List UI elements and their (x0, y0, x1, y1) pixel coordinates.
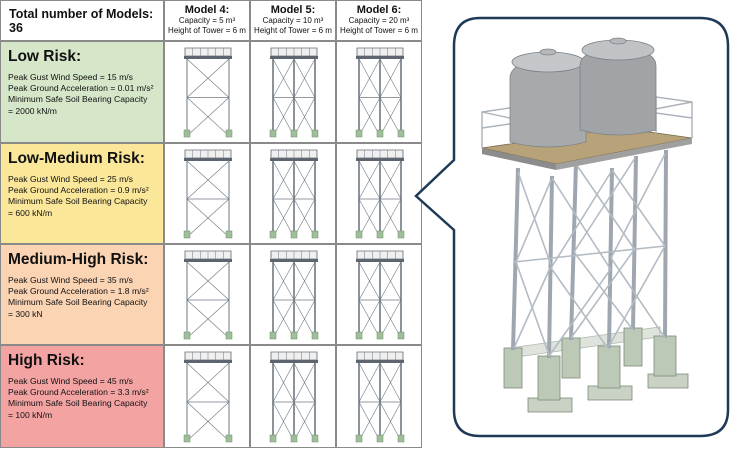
water-tower-illustration (481, 37, 693, 413)
risk-ground-acceleration: Peak Ground Acceleration = 3.3 m/s² (8, 387, 149, 398)
model-name: Model 5: (270, 4, 316, 16)
risk-wind-speed: Peak Gust Wind Speed = 15 m/s (8, 72, 133, 82)
risk-soil-capacity-value: = 600 kN/m (8, 207, 53, 218)
risk-soil-capacity: Minimum Safe Soil Bearing Capacity (8, 196, 148, 207)
tower-bracing (513, 153, 666, 357)
model-capacity: Capacity = 5 m³ (178, 16, 236, 25)
tower-elevation-drawing (183, 250, 233, 340)
model-4-header: Model 4: Capacity = 5 m³ Height of Tower… (164, 0, 250, 41)
tower-elevation-drawing (355, 351, 405, 443)
model-6-header: Model 6: Capacity = 20 m³ Height of Towe… (336, 0, 422, 41)
risk-wind-speed: Peak Gust Wind Speed = 25 m/s (8, 174, 133, 184)
tower-elevation-cell (250, 244, 336, 345)
model-height: Height of Tower = 6 m (254, 26, 332, 35)
water-tower-callout (414, 16, 730, 438)
tower-elevation-cell (250, 143, 336, 244)
tower-elevation-cell (164, 143, 250, 244)
risk-row-high: High Risk: Peak Gust Wind Speed = 45 m/s… (0, 345, 164, 448)
risk-title: High Risk: (8, 352, 85, 369)
risk-soil-capacity-value: = 2000 kN/m (8, 105, 57, 116)
tower-elevation-drawing (269, 47, 319, 138)
tower-elevation-cell (164, 345, 250, 448)
footings (503, 326, 689, 413)
tower-elevation-cell (250, 345, 336, 448)
tower-elevation-cell (164, 244, 250, 345)
risk-ground-acceleration: Peak Ground Acceleration = 0.9 m/s² (8, 185, 149, 196)
risk-model-table: Total number of Models: 36 Model 4: Capa… (0, 0, 422, 448)
model-name: Model 6: (356, 4, 402, 16)
risk-row-low: Low Risk: Peak Gust Wind Speed = 15 m/s … (0, 41, 164, 143)
model-name: Model 4: (184, 4, 230, 16)
tower-elevation-drawing (183, 149, 233, 239)
risk-ground-acceleration: Peak Ground Acceleration = 1.8 m/s² (8, 286, 149, 297)
risk-row-medium-high: Medium-High Risk: Peak Gust Wind Speed =… (0, 244, 164, 345)
model-height: Height of Tower = 6 m (340, 26, 418, 35)
tower-elevation-drawing (183, 351, 233, 443)
tower-elevation-drawing (355, 250, 405, 340)
risk-title: Low Risk: (8, 48, 82, 65)
tower-legs (511, 149, 668, 359)
risk-soil-capacity-value: = 300 kN (8, 308, 43, 319)
tower-elevation-cell (336, 345, 422, 448)
model-capacity: Capacity = 10 m³ (262, 16, 324, 25)
risk-ground-acceleration: Peak Ground Acceleration = 0.01 m/s² (8, 83, 154, 94)
tower-elevation-drawing (355, 149, 405, 239)
risk-title: Low-Medium Risk: (8, 150, 145, 167)
tower-elevation-drawing (269, 351, 319, 443)
tower-elevation-cell (336, 244, 422, 345)
tower-elevation-drawing (355, 47, 405, 138)
tower-elevation-drawing (269, 149, 319, 239)
total-models-label: Total number of Models: 36 (0, 0, 164, 41)
water-tanks (509, 37, 657, 148)
model-height: Height of Tower = 6 m (168, 26, 246, 35)
model-capacity: Capacity = 20 m³ (348, 16, 410, 25)
tower-elevation-cell (164, 41, 250, 143)
risk-soil-capacity: Minimum Safe Soil Bearing Capacity (8, 398, 148, 409)
risk-soil-capacity-value: = 100 kN/m (8, 409, 53, 420)
risk-soil-capacity: Minimum Safe Soil Bearing Capacity (8, 94, 148, 105)
tower-elevation-cell (336, 41, 422, 143)
risk-wind-speed: Peak Gust Wind Speed = 35 m/s (8, 275, 133, 285)
tower-elevation-drawing (183, 47, 233, 138)
model-5-header: Model 5: Capacity = 10 m³ Height of Towe… (250, 0, 336, 41)
risk-wind-speed: Peak Gust Wind Speed = 45 m/s (8, 376, 133, 386)
risk-row-low-medium: Low-Medium Risk: Peak Gust Wind Speed = … (0, 143, 164, 244)
risk-soil-capacity: Minimum Safe Soil Bearing Capacity (8, 297, 148, 308)
tower-elevation-drawing (269, 250, 319, 340)
risk-title: Medium-High Risk: (8, 251, 149, 268)
tower-elevation-cell (250, 41, 336, 143)
